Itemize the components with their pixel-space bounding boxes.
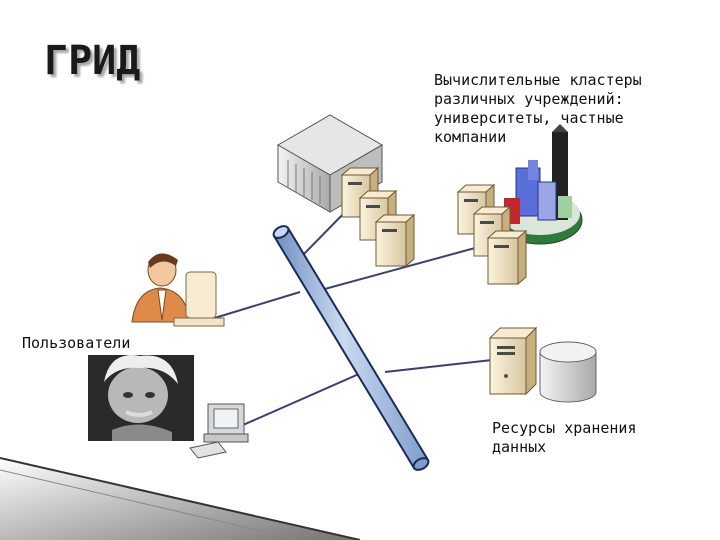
link-storage: [384, 359, 493, 373]
floor-decoration: [0, 457, 361, 540]
disk-storage-icon: [539, 341, 597, 403]
server-icon: [374, 213, 416, 268]
server-icon: [486, 229, 528, 286]
link-user-top: [207, 291, 301, 321]
clusters-label: Вычислительные кластеры различных учрежд…: [434, 71, 642, 146]
storage-label: Ресурсы хранения данных: [492, 419, 637, 456]
users-label: Пользователи: [22, 334, 131, 352]
connection-lines: [207, 204, 493, 426]
storage-server-icon: [488, 326, 538, 396]
link-clusters: [309, 244, 487, 294]
slide-title: ГРИД: [44, 38, 141, 84]
user-at-desk-icon: [131, 253, 225, 327]
grid-pipe: [272, 225, 430, 471]
city-cluster-icon: [497, 124, 583, 245]
user-portrait-photo: [88, 355, 194, 441]
desktop-computer-icon: [189, 403, 249, 459]
link-user-bottom: [242, 369, 369, 426]
